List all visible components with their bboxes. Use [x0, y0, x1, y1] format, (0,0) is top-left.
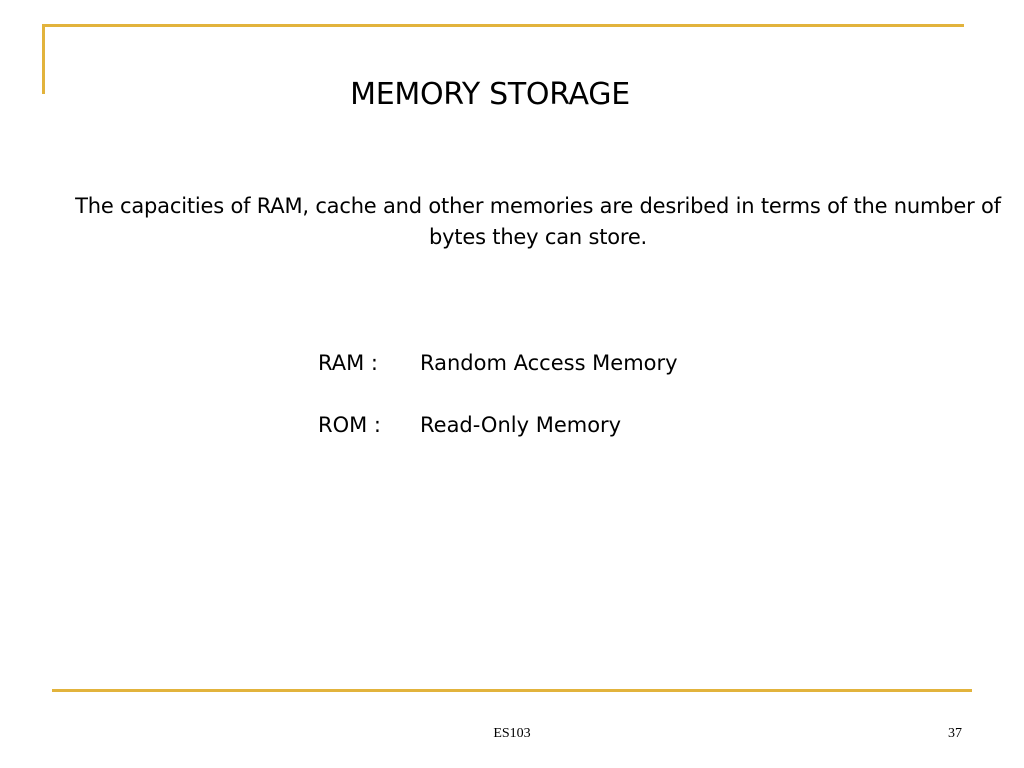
left-accent-rule	[42, 24, 45, 94]
definition-text: Read-Only Memory	[420, 413, 622, 437]
definition-row-ram: RAM : Random Access Memory	[318, 348, 678, 378]
slide-title: MEMORY STORAGE	[350, 77, 630, 112]
definition-term: ROM :	[318, 413, 381, 437]
definition-row-rom: ROM : Read-Only Memory	[318, 410, 621, 440]
definition-term: RAM :	[318, 351, 378, 375]
definition-text: Random Access Memory	[420, 351, 678, 375]
footer-page-number: 37	[948, 726, 962, 741]
top-accent-rule	[42, 24, 964, 27]
body-paragraph: The capacities of RAM, cache and other m…	[75, 194, 1001, 249]
footer-course-code: ES103	[493, 726, 531, 741]
bottom-accent-rule	[52, 689, 972, 692]
